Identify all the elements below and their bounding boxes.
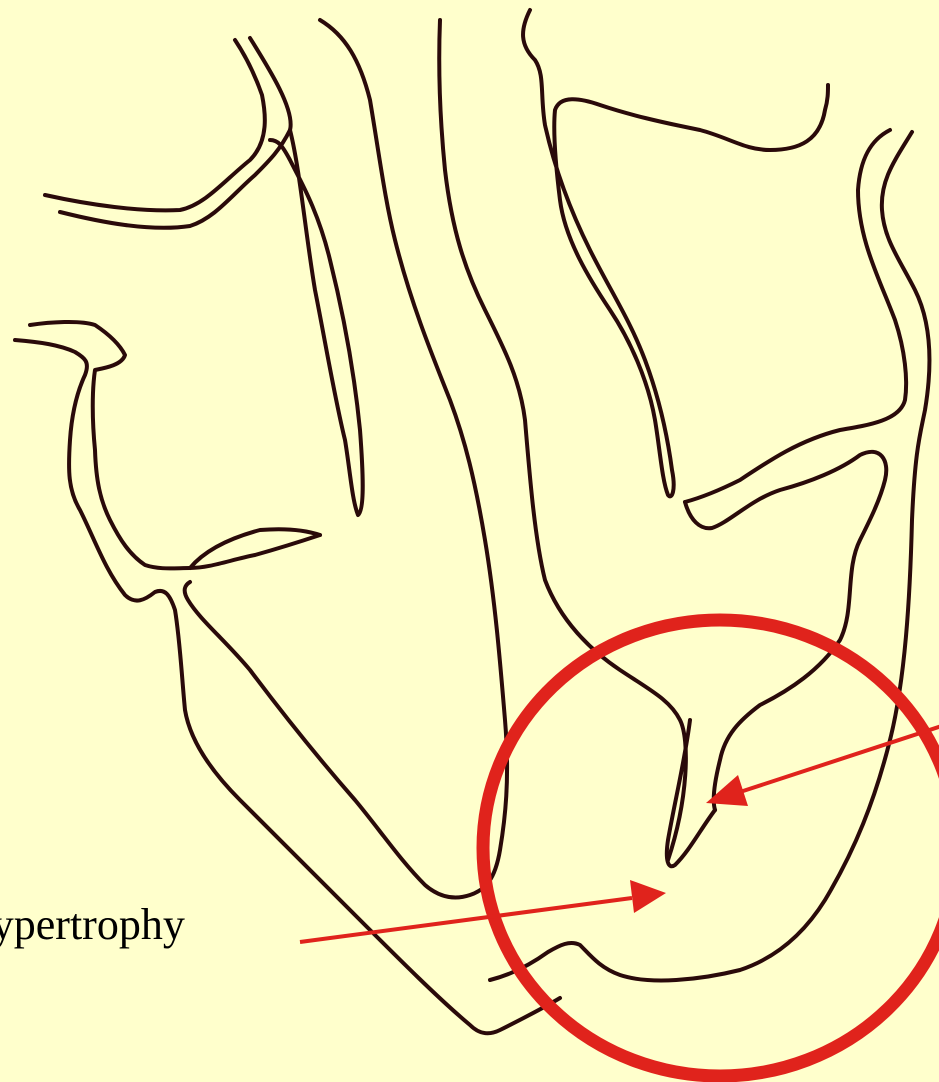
left-atrium-inner	[30, 322, 320, 568]
thin-vertical-vessel	[270, 130, 363, 515]
aorta-outline-right	[439, 20, 686, 860]
left-upper-vessel-inner	[60, 38, 291, 228]
right-atrium-outline	[523, 10, 828, 496]
right-vessel-inner	[490, 132, 929, 980]
highlight-circle	[483, 620, 939, 1076]
arrow-head-label	[630, 880, 666, 913]
arrow-shaft-upper	[740, 720, 939, 792]
left-upper-vessel	[45, 40, 265, 210]
arrow-shaft-label	[300, 898, 632, 942]
mitral-leaflet	[190, 529, 320, 568]
right-vessel-outer	[685, 130, 906, 502]
hypertrophy-label: Hypertrophy	[0, 903, 185, 947]
